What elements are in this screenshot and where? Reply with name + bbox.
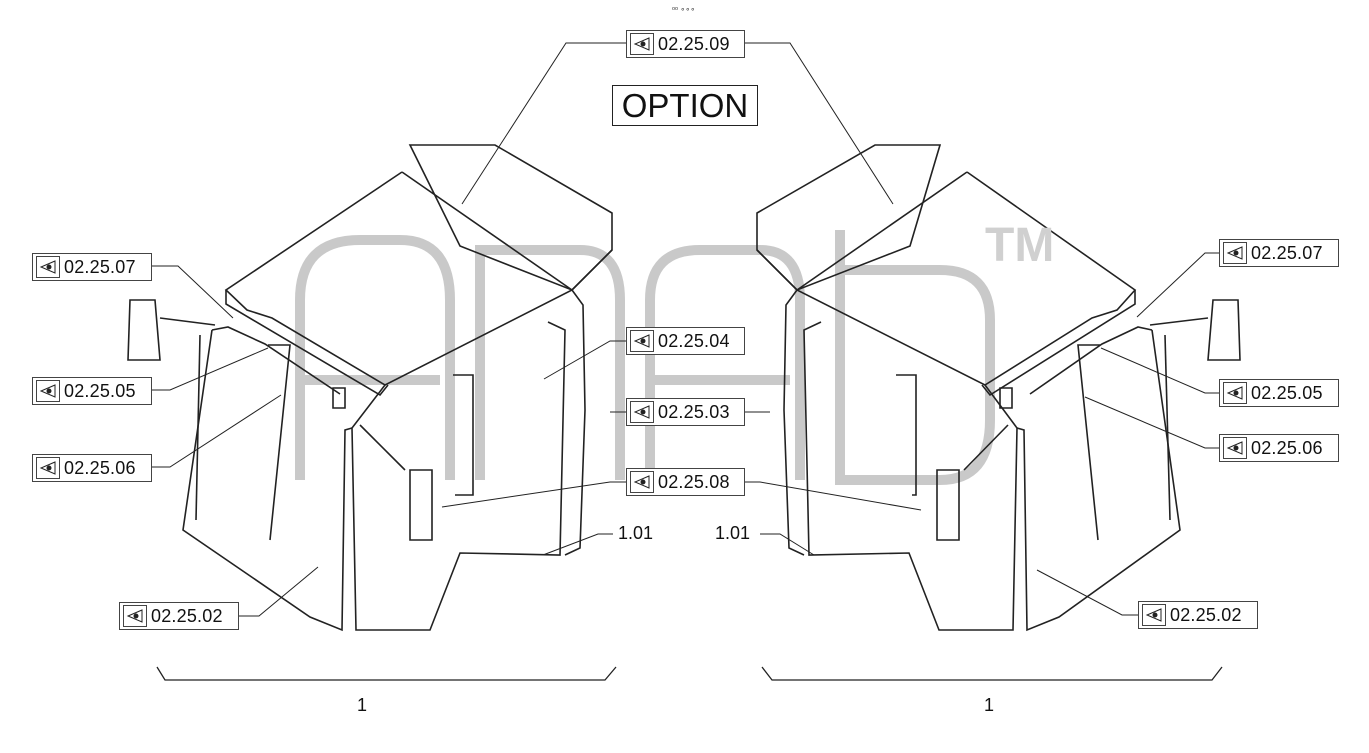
eye-view-icon [1223, 437, 1247, 459]
assembly-brackets [156, 666, 1223, 681]
callout-code: 02.25.04 [658, 330, 730, 351]
callout-code: 02.25.08 [658, 471, 730, 492]
callout-02-25-08[interactable]: 02.25.08 [626, 468, 745, 496]
eye-view-icon [36, 457, 60, 479]
assembly-label-left[interactable]: 1 [357, 695, 368, 715]
eye-view-icon [1142, 604, 1166, 626]
option-label: OPTION [612, 85, 758, 126]
callout-02-25-03[interactable]: 02.25.03 [626, 398, 745, 426]
header-mark: ᵒᵒ ∘∘∘ [672, 5, 696, 14]
callout-right-02-25-02[interactable]: 02.25.02 [1138, 601, 1258, 629]
callout-code: 02.25.05 [1251, 382, 1323, 403]
callout-right-02-25-06[interactable]: 02.25.06 [1219, 434, 1339, 462]
callout-code: 02.25.07 [1251, 242, 1323, 263]
callout-code: 02.25.09 [658, 33, 730, 54]
eye-view-icon [1223, 382, 1247, 404]
eye-view-icon [630, 330, 654, 352]
eye-view-icon [630, 471, 654, 493]
assembly-label-right[interactable]: 1 [984, 695, 995, 715]
eye-view-icon [36, 380, 60, 402]
callout-right-02-25-07[interactable]: 02.25.07 [1219, 239, 1339, 267]
watermark-logo [295, 230, 995, 485]
callout-left-02-25-05[interactable]: 02.25.05 [32, 377, 152, 405]
callout-code: 02.25.06 [64, 457, 136, 478]
callout-code: 02.25.05 [64, 380, 136, 401]
callout-code: 02.25.06 [1251, 437, 1323, 458]
watermark-tm: TM [985, 219, 1055, 272]
callout-code: 02.25.02 [151, 605, 223, 626]
part-label-left-101[interactable]: 1.01 [618, 523, 654, 543]
callout-code: 02.25.02 [1170, 604, 1242, 625]
part-label-right-101[interactable]: 1.01 [715, 523, 751, 543]
callout-02-25-04[interactable]: 02.25.04 [626, 327, 745, 355]
callout-left-02-25-07[interactable]: 02.25.07 [32, 253, 152, 281]
eye-view-icon [36, 256, 60, 278]
callout-left-02-25-02[interactable]: 02.25.02 [119, 602, 239, 630]
callout-code: 02.25.07 [64, 256, 136, 277]
eye-view-icon [630, 33, 654, 55]
callout-02-25-09[interactable]: 02.25.09 [626, 30, 745, 58]
callout-left-02-25-06[interactable]: 02.25.06 [32, 454, 152, 482]
eye-view-icon [1223, 242, 1247, 264]
left-cab-drawing [127, 144, 613, 632]
eye-view-icon [123, 605, 147, 627]
eye-view-icon [630, 401, 654, 423]
callout-right-02-25-05[interactable]: 02.25.05 [1219, 379, 1339, 407]
callout-code: 02.25.03 [658, 401, 730, 422]
right-cab-drawing [756, 144, 1241, 632]
